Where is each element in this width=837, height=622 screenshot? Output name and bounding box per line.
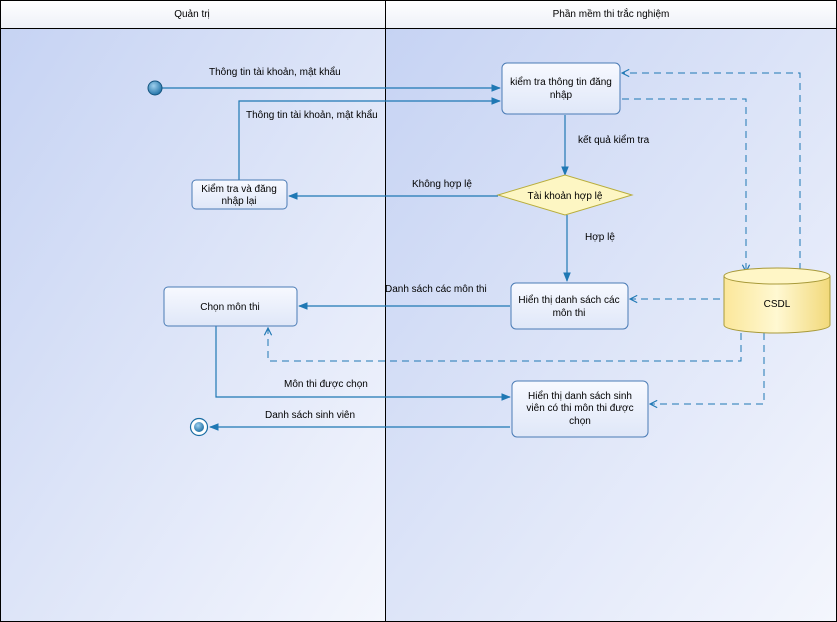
- relogin-line-2: nhập lại: [221, 196, 256, 207]
- start-node[interactable]: [147, 80, 163, 96]
- show-students-line-1: Hiển thị danh sách sinh: [528, 390, 632, 402]
- lane-admin-title: Quản trị: [174, 9, 210, 20]
- check-login-line-2: nhập: [550, 90, 573, 101]
- decision-valid-account[interactable]: Tài khoản hợp lệ: [496, 174, 634, 216]
- label-check-result: kết quả kiểm tra: [578, 134, 650, 146]
- show-students-line-3: chọn: [569, 416, 591, 427]
- choose-subject-label: Chọn môn thi: [200, 302, 259, 313]
- lane-software-header: [385, 0, 837, 28]
- check-login-line-1: kiểm tra thông tin đăng: [510, 76, 612, 88]
- relogin-line-1: Kiểm tra và đăng: [201, 183, 277, 195]
- db-to-show-students: [650, 333, 765, 404]
- label-valid: Hợp lệ: [585, 232, 615, 243]
- label-login-info-2: Thông tin tài khoản, mật khẩu: [246, 109, 378, 121]
- activity-relogin[interactable]: Kiểm tra và đăng nhập lại: [191, 179, 288, 210]
- db-to-check-login: [622, 73, 801, 270]
- database-label: CSDL: [764, 299, 791, 310]
- end-node[interactable]: [189, 417, 209, 437]
- lane-admin-header: [0, 0, 385, 28]
- flow-chosen-subject: [215, 326, 511, 401]
- label-chosen-subject: Môn thi được chọn: [284, 379, 368, 390]
- label-login-info-1: Thông tin tài khoản, mật khẩu: [209, 66, 341, 78]
- show-students-line-2: viên có thi môn thi được: [526, 403, 633, 414]
- show-subjects-line-2: môn thi: [553, 308, 586, 319]
- edge-labels: Thông tin tài khoản, mật khẩu Thông tin …: [209, 66, 650, 421]
- label-subject-list: Danh sách các môn thi: [385, 284, 487, 295]
- activity-check-login[interactable]: kiểm tra thông tin đăng nhập: [501, 62, 621, 115]
- activity-choose-subject[interactable]: Chọn môn thi: [163, 286, 298, 327]
- lane-software-title: Phần mềm thi trắc nghiệm: [553, 7, 670, 20]
- control-flows: [162, 84, 571, 431]
- activity-show-students[interactable]: Hiển thị danh sách sinh viên có thi môn …: [511, 380, 649, 438]
- label-invalid: Không hợp lệ: [412, 179, 472, 190]
- db-to-choose-subject: [268, 328, 742, 362]
- activity-show-subjects[interactable]: Hiển thị danh sách các môn thi: [510, 282, 629, 330]
- data-flows: [268, 73, 801, 404]
- database-csdl[interactable]: CSDL: [723, 267, 831, 334]
- check-login-to-db: [622, 98, 746, 272]
- decision-label: Tài khoản hợp lệ: [528, 191, 603, 202]
- flow-relogin-to-check: [238, 97, 501, 180]
- label-student-list: Danh sách sinh viên: [265, 410, 355, 421]
- show-subjects-line-1: Hiển thị danh sách các: [518, 294, 619, 306]
